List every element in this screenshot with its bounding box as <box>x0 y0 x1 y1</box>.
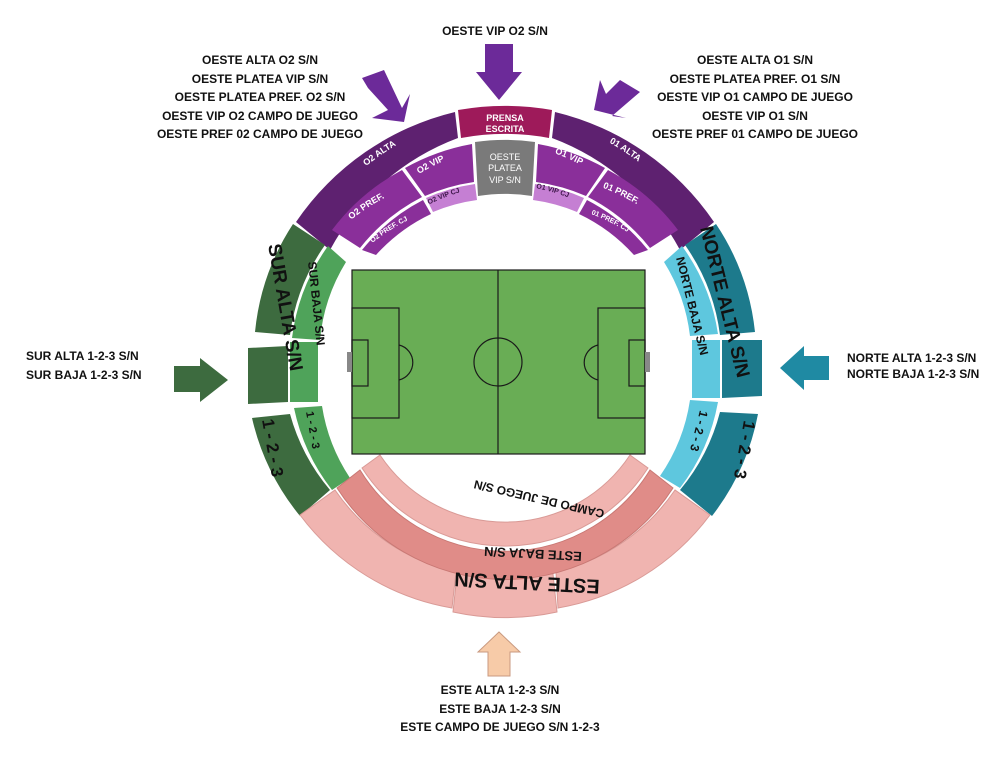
label-line: OESTE VIP O2 CAMPO DE JUEGO <box>162 108 358 123</box>
section-norte-alta-low[interactable] <box>680 412 758 516</box>
section-sur-alta-low[interactable] <box>252 414 330 516</box>
section-norte-baja-low[interactable] <box>660 400 718 488</box>
oeste-vip-o2-label: OESTE VIP O2 S/N <box>442 24 548 38</box>
section-norte-alta[interactable] <box>685 224 755 335</box>
oeste-platea-label-2: PLATEA <box>488 163 522 173</box>
label-line: SUR BAJA 1-2-3 S/N <box>26 367 142 382</box>
section-sur-alta-mid[interactable] <box>248 346 288 404</box>
section-este-campo[interactable] <box>361 454 649 547</box>
section-prensa-escrita[interactable] <box>458 105 552 138</box>
section-o2-alta[interactable] <box>296 112 458 250</box>
section-oeste-platea-vip[interactable] <box>475 139 535 196</box>
section-sur-baja-low[interactable] <box>294 406 350 490</box>
label-line: OESTE PLATEA PREF. O1 S/N <box>669 71 841 86</box>
label-line: ESTE CAMPO DE JUEGO S/N 1-2-3 <box>400 720 600 734</box>
section-o1-vip-cj[interactable] <box>533 184 584 212</box>
arrow-oeste-o1 <box>594 80 640 118</box>
label-line: ESTE BAJA 1-2-3 S/N <box>439 701 561 716</box>
arrow-norte <box>780 346 829 390</box>
arrow-oeste-o2 <box>362 70 410 122</box>
section-norte-alta-mid[interactable] <box>722 340 762 398</box>
label-line: OESTE PREF 01 CAMPO DE JUEGO <box>651 127 859 141</box>
prensa-label: PRENSA <box>486 113 524 123</box>
section-sur-baja[interactable] <box>292 246 346 340</box>
section-este-alta-mid[interactable] <box>452 573 558 619</box>
label-line: OESTE VIP O1 CAMPO DE JUEGO <box>657 90 853 104</box>
section-este-baja[interactable] <box>336 469 674 580</box>
football-field <box>347 269 650 455</box>
oeste-o2-label-list: OESTE ALTA O2 S/N OESTE PLATEA VIP S/N O… <box>150 51 370 144</box>
este-baja-label: ESTE BAJA S/N <box>484 544 582 564</box>
section-norte-baja-mid[interactable] <box>692 340 720 398</box>
section-o2-pref[interactable] <box>332 170 422 248</box>
section-sur-alta[interactable] <box>255 224 325 335</box>
escrita-label: ESCRITA <box>486 124 525 134</box>
arrow-oeste-vip <box>476 44 522 100</box>
label-line: OESTE PREF 02 CAMPO DE JUEGO <box>156 127 364 141</box>
label-line: ESTE ALTA 1-2-3 S/N <box>440 683 560 697</box>
section-o1-pref[interactable] <box>588 170 678 248</box>
label-line: OESTE VIP O1 S/N <box>702 108 808 123</box>
oeste-platea-label-1: OESTE <box>490 152 521 162</box>
label-line: OESTE ALTA O2 S/N <box>201 53 318 67</box>
label-line: NORTE ALTA 1-2-3 S/N <box>847 351 977 365</box>
arrow-este <box>476 631 522 677</box>
section-o2-pref-cj[interactable] <box>362 200 431 255</box>
arrow-sur <box>174 358 228 402</box>
section-norte-baja[interactable] <box>664 246 718 336</box>
label-line: OESTE ALTA O1 S/N <box>696 53 813 67</box>
section-o1-pref-cj[interactable] <box>579 200 648 255</box>
este-label-list: ESTE ALTA 1-2-3 S/N ESTE BAJA 1-2-3 S/N … <box>390 681 610 737</box>
section-o2-vip[interactable] <box>405 144 474 196</box>
section-o2-vip-cj[interactable] <box>426 184 477 212</box>
label-line: SUR ALTA 1-2-3 S/N <box>26 349 139 363</box>
label-line: OESTE PLATEA PREF. O2 S/N <box>174 90 346 104</box>
label-line: NORTE BAJA 1-2-3 S/N <box>847 367 980 381</box>
section-o1-vip[interactable] <box>536 144 605 196</box>
sur-label-list: SUR ALTA 1-2-3 S/N SUR BAJA 1-2-3 S/N <box>26 347 176 384</box>
section-o1-alta[interactable] <box>552 112 714 250</box>
norte-label-list: NORTE ALTA 1-2-3 S/N NORTE BAJA 1-2-3 S/… <box>847 350 992 382</box>
oeste-o1-label-list: OESTE ALTA O1 S/N OESTE PLATEA PREF. O1 … <box>650 51 860 144</box>
oeste-platea-label-3: VIP S/N <box>489 175 521 185</box>
section-este-alta-left[interactable] <box>299 489 457 609</box>
section-sur-baja-mid[interactable] <box>290 342 318 402</box>
label-line: OESTE PLATEA VIP S/N <box>191 71 329 86</box>
